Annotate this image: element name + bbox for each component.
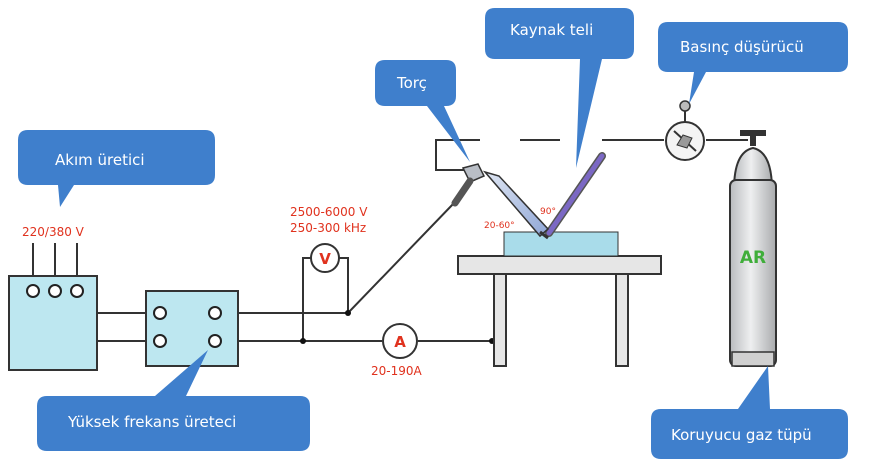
callout-torc-text: Torç bbox=[396, 74, 427, 92]
hf-generator bbox=[145, 290, 239, 367]
hf-voltage-label: 2500-6000 V bbox=[290, 205, 368, 219]
callout-yuksek-frekans-text: Yüksek frekans üreteci bbox=[67, 413, 236, 431]
callout-basinc-dusurucu: Basınç düşürücü bbox=[658, 22, 848, 104]
callout-torc: Torç bbox=[375, 60, 470, 162]
power-generator bbox=[8, 275, 98, 371]
callout-akim-uretici: Akım üretici bbox=[18, 130, 215, 207]
hf-frequency-label: 250-300 kHz bbox=[290, 221, 366, 235]
current-range-label: 20-190A bbox=[371, 364, 423, 378]
voltmeter: V bbox=[310, 243, 340, 273]
supply-voltage-label: 220/380 V bbox=[22, 225, 85, 239]
callout-kaynak-teli-text: Kaynak teli bbox=[510, 21, 593, 39]
workpiece bbox=[503, 231, 619, 257]
torch bbox=[451, 163, 550, 240]
callout-akim-uretici-text: Akım üretici bbox=[55, 151, 145, 169]
callout-yuksek-frekans: Yüksek frekans üreteci bbox=[37, 350, 310, 451]
callout-kaynak-teli: Kaynak teli bbox=[485, 8, 634, 168]
callout-basinc-dusurucu-text: Basınç düşürücü bbox=[680, 38, 804, 56]
ammeter-symbol: A bbox=[394, 333, 406, 351]
voltmeter-symbol: V bbox=[319, 250, 331, 268]
torch-angle-label: 20-60° bbox=[484, 221, 515, 231]
pressure-regulator bbox=[665, 100, 705, 161]
callout-koruyucu-gaz-text: Koruyucu gaz tüpü bbox=[671, 426, 812, 444]
gas-cylinder bbox=[729, 130, 777, 367]
ammeter: A bbox=[382, 323, 418, 359]
gas-label: AR bbox=[740, 248, 766, 268]
wire-angle-label: 90° bbox=[540, 207, 556, 217]
callout-koruyucu-gaz: Koruyucu gaz tüpü bbox=[651, 366, 848, 459]
welding-table bbox=[457, 255, 662, 367]
